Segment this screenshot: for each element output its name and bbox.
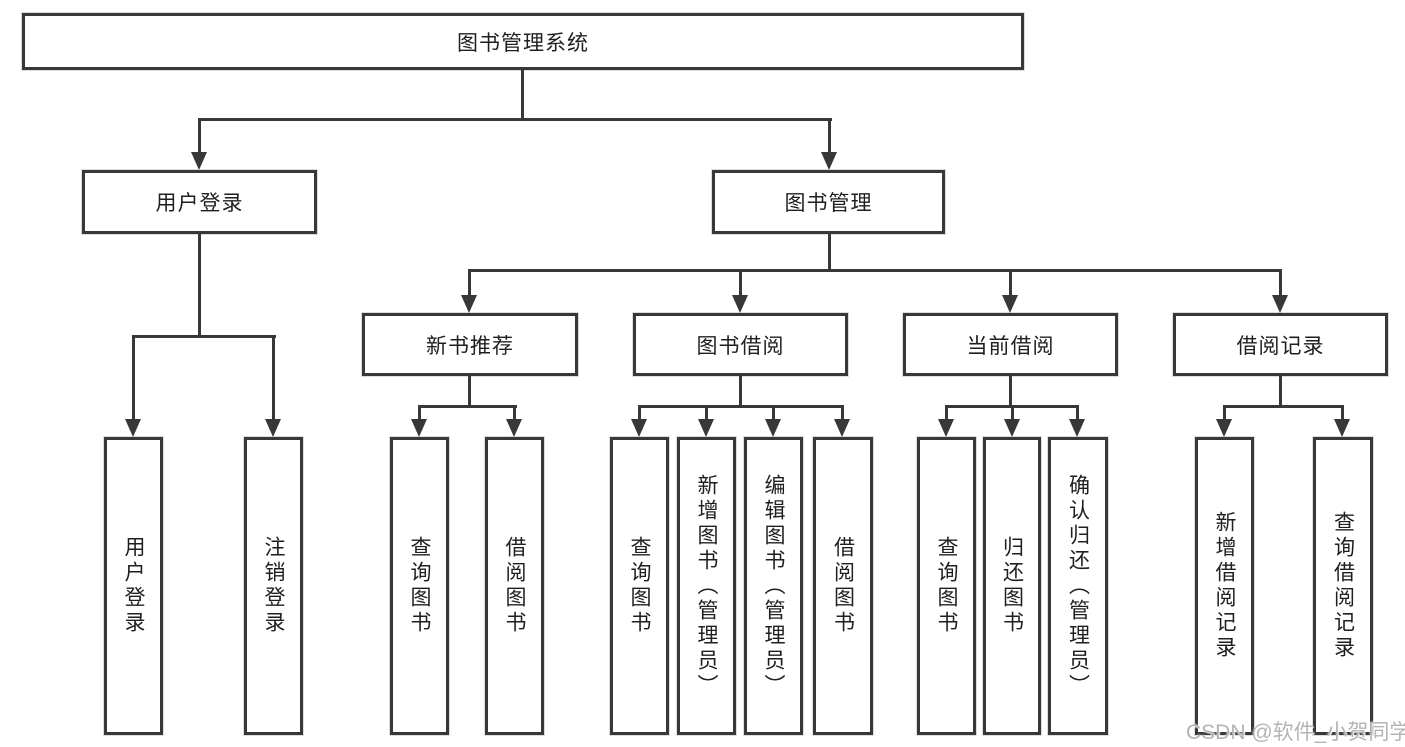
arrowhead-down-icon (834, 419, 850, 437)
node-book-borrowing: 图书借阅 (633, 313, 848, 376)
leaf-bb-edit-books-admin-label: 编辑图书（管理员） (762, 473, 785, 699)
node-borrowing-records: 借阅记录 (1173, 313, 1388, 376)
node-root-library-system: 图书管理系统 (22, 13, 1024, 70)
connector-to-book-borrowing (739, 269, 742, 297)
leaf-bb-edit-books-admin: 编辑图书（管理员） (744, 437, 803, 735)
arrowhead-down-icon (732, 295, 748, 313)
leaf-br-query-record: 查询借阅记录 (1313, 437, 1373, 735)
connector-to-leaf-logout (272, 335, 275, 421)
connector-stub (1223, 405, 1226, 421)
arrowhead-down-icon (1334, 419, 1350, 437)
connector-root-split (198, 118, 832, 121)
leaf-bb-borrow-books-label: 借阅图书 (831, 536, 855, 636)
connector-stub (705, 405, 708, 421)
arrowhead-down-icon (125, 419, 141, 437)
leaf-user-login: 用户登录 (104, 437, 163, 735)
arrowhead-down-icon (765, 419, 781, 437)
connector-root-stem (521, 70, 524, 120)
connector-book-borrowing-stem (739, 376, 742, 407)
leaf-nb-borrow-books-label: 借阅图书 (503, 536, 526, 636)
connector-user-login-split (132, 335, 276, 338)
connector-borrowing-records-stem (1279, 376, 1282, 407)
leaf-logout-label: 注销登录 (262, 536, 285, 636)
node-current-borrowing: 当前借阅 (903, 313, 1118, 376)
connector-stub (1341, 405, 1344, 421)
node-user-login: 用户登录 (82, 170, 317, 234)
connector-book-borrowing-split (638, 405, 844, 408)
leaf-bb-query-books-label: 查询图书 (628, 536, 651, 636)
leaf-nb-query-books: 查询图书 (390, 437, 449, 735)
leaf-bb-borrow-books: 借阅图书 (813, 437, 873, 735)
leaf-cb-query-books-label: 查询图书 (935, 536, 958, 636)
connector-stub (841, 405, 844, 421)
leaf-cb-confirm-return-admin: 确认归还（管理员） (1048, 437, 1108, 735)
arrowhead-down-icon (938, 419, 954, 437)
node-book-borrowing-label: 图书借阅 (696, 334, 785, 358)
connector-new-book-stem (468, 376, 471, 407)
arrowhead-down-icon (698, 419, 714, 437)
node-current-borrowing-label: 当前借阅 (966, 334, 1055, 358)
connector-current-borrowing-stem (1009, 376, 1012, 407)
node-book-management-label: 图书管理 (784, 192, 873, 215)
node-new-book-recommendation: 新书推荐 (362, 313, 578, 376)
leaf-logout: 注销登录 (244, 437, 303, 735)
connector-to-user-login (198, 118, 201, 154)
connector-to-new-book (468, 269, 471, 297)
arrowhead-down-icon (461, 295, 477, 313)
arrowhead-down-icon (1216, 419, 1232, 437)
leaf-cb-return-books-label: 归还图书 (1000, 536, 1024, 636)
arrowhead-down-icon (1069, 419, 1085, 437)
connector-stub (1076, 405, 1079, 421)
arrowhead-down-icon (821, 152, 837, 170)
connector-stub (638, 405, 641, 421)
connector-stub (772, 405, 775, 421)
leaf-nb-query-books-label: 查询图书 (408, 536, 431, 636)
leaf-bb-query-books: 查询图书 (610, 437, 669, 735)
connector-to-current-borrowing (1009, 269, 1012, 297)
arrowhead-down-icon (1272, 295, 1288, 313)
leaf-br-add-record-label: 新增借阅记录 (1213, 511, 1236, 661)
leaf-nb-borrow-books: 借阅图书 (485, 437, 544, 735)
connector-to-borrowing-records (1279, 269, 1282, 297)
leaf-bb-add-books-admin: 新增图书（管理员） (677, 437, 736, 735)
node-book-management: 图书管理 (712, 170, 945, 234)
connector-book-management-split (468, 269, 1282, 272)
arrowhead-down-icon (411, 419, 427, 437)
node-borrowing-records-label: 借阅记录 (1236, 334, 1325, 358)
connector-new-book-split (418, 405, 517, 408)
leaf-br-add-record: 新增借阅记录 (1195, 437, 1254, 735)
arrowhead-down-icon (631, 419, 647, 437)
watermark: CSDN @软件_小贺同学 (1186, 721, 1405, 744)
leaf-bb-add-books-admin-label: 新增图书（管理员） (695, 473, 718, 699)
node-root-label: 图书管理系统 (457, 31, 589, 55)
arrowhead-down-icon (506, 419, 522, 437)
leaf-br-query-record-label: 查询借阅记录 (1331, 511, 1355, 661)
leaf-cb-confirm-return-admin-label: 确认归还（管理员） (1066, 473, 1090, 699)
connector-to-book-management (828, 118, 831, 154)
connector-stub (513, 405, 516, 421)
leaf-cb-return-books: 归还图书 (983, 437, 1041, 735)
arrowhead-down-icon (265, 419, 281, 437)
arrowhead-down-icon (1004, 419, 1020, 437)
connector-user-login-stem (198, 234, 201, 338)
arrowhead-down-icon (191, 152, 207, 170)
connector-book-management-stem (828, 233, 831, 272)
node-new-book-label: 新书推荐 (426, 334, 514, 358)
connector-stub (945, 405, 948, 421)
connector-to-leaf-user-login (132, 335, 135, 421)
connector-stub (418, 405, 421, 421)
connector-borrowing-records-split (1223, 405, 1344, 408)
leaf-user-login-label: 用户登录 (122, 536, 145, 636)
arrowhead-down-icon (1002, 295, 1018, 313)
connector-stub (1011, 405, 1014, 421)
node-user-login-label: 用户登录 (155, 192, 244, 215)
leaf-cb-query-books: 查询图书 (917, 437, 976, 735)
